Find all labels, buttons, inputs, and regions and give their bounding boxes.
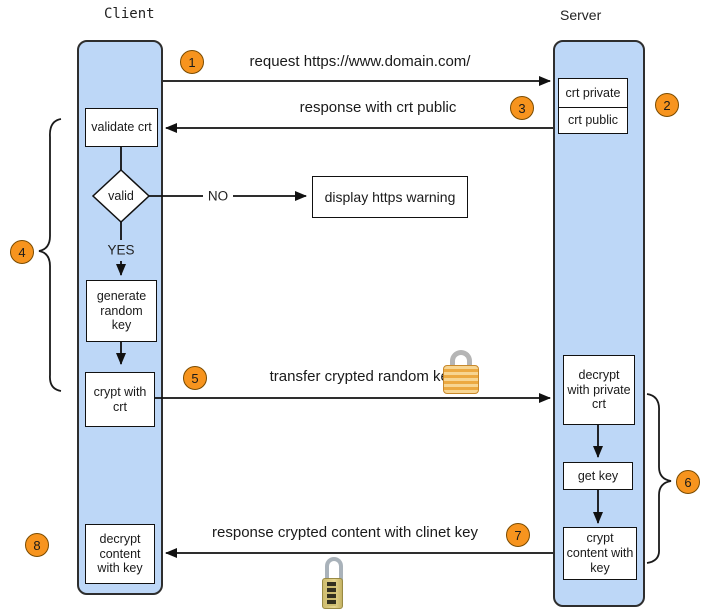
response-content-message: response crypted content with clinet key <box>212 524 478 541</box>
decrypt-content-with-key-box: decrypt content with key <box>85 524 155 584</box>
padlock-body <box>443 365 479 394</box>
step-7-badge: 7 <box>506 523 530 547</box>
combination-lock-icon <box>322 557 346 610</box>
transfer-key-message: transfer crypted random key <box>269 368 457 385</box>
step-2-badge: 2 <box>655 93 679 117</box>
decrypt-with-private-crt-box: decrypt with private crt <box>563 355 635 425</box>
step-3-badge: 3 <box>510 96 534 120</box>
decision-label: valid <box>108 189 134 203</box>
client-lane-title: Client <box>104 6 155 22</box>
combination-lock-dials <box>327 582 336 606</box>
request-message: request https://www.domain.com/ <box>249 53 471 70</box>
get-key-box: get key <box>563 462 633 490</box>
combination-lock-shackle <box>325 557 343 583</box>
step-1-badge: 1 <box>180 50 204 74</box>
generate-random-key-box: generate random key <box>86 280 157 342</box>
response-crt-message: response with crt public <box>299 99 457 116</box>
server-steps-brace <box>646 393 672 564</box>
step-4-badge: 4 <box>10 240 34 264</box>
validate-crt-box: validate crt <box>85 108 158 147</box>
display-https-warning-box: display https warning <box>312 176 468 218</box>
padlock-icon <box>443 350 479 395</box>
step-5-badge: 5 <box>183 366 207 390</box>
yes-branch-label: YES <box>107 242 135 258</box>
crt-private-box: crt private <box>558 78 628 108</box>
server-lane-title: Server <box>560 7 602 23</box>
decision-diamond <box>91 168 151 224</box>
crt-public-box: crt public <box>558 106 628 134</box>
step-8-badge: 8 <box>25 533 49 557</box>
client-steps-brace <box>38 118 62 392</box>
step-6-badge: 6 <box>676 470 700 494</box>
crypt-with-crt-box: crypt with crt <box>85 372 155 427</box>
no-branch-label: NO <box>207 188 229 204</box>
crypt-content-with-key-box: crypt content with key <box>563 527 637 580</box>
padlock-shackle <box>450 350 472 372</box>
